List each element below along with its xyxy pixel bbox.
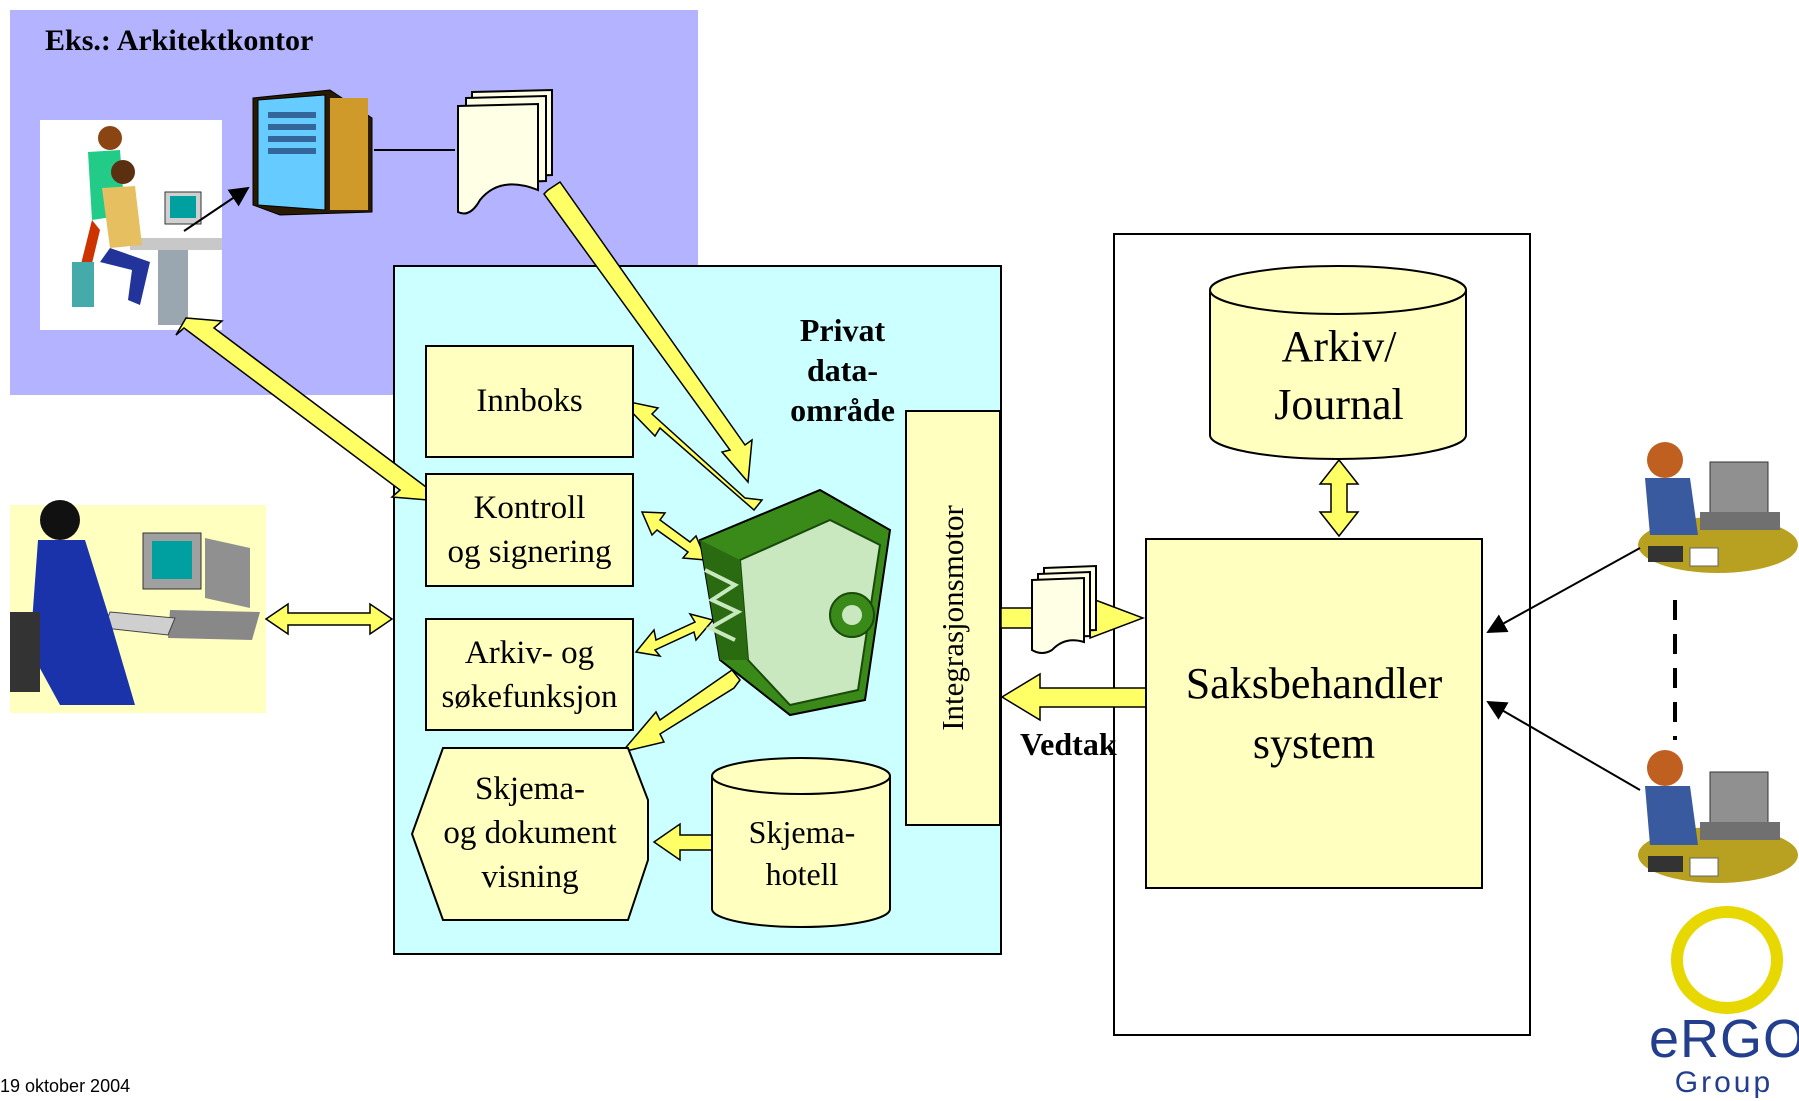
document-stack-icon xyxy=(457,88,553,215)
form-hotel-label: Skjema- hotell xyxy=(712,811,892,895)
archive-journal-cylinder xyxy=(1209,265,1467,460)
arrow-worker-top xyxy=(1486,547,1641,633)
decision-label: Vedtak xyxy=(1020,726,1117,762)
arrow-archive-safe xyxy=(634,612,715,658)
architect-office-title: Eks.: Arkitektkontor xyxy=(45,24,314,57)
form-hotel-cylinder xyxy=(711,757,891,928)
safe-icon xyxy=(698,488,892,717)
ergo-logo-sub: Group xyxy=(1674,1066,1774,1099)
case-worker-bottom-clipart xyxy=(1638,750,1798,883)
form-hotel-line2: hotell xyxy=(765,856,839,892)
user-at-computer-clipart xyxy=(10,500,266,713)
form-view-shape xyxy=(410,747,649,921)
arrow-safe-formview xyxy=(619,668,741,754)
archive-journal-label: Arkiv/ Journal xyxy=(1210,318,1468,434)
inbox-label: Innboks xyxy=(476,383,583,419)
control-signing-box: Kontroll og signering xyxy=(425,473,634,587)
form-view-line1: Skjema- xyxy=(475,771,585,807)
arrow-control-safe xyxy=(640,511,708,561)
arrow-worker-bottom xyxy=(1486,700,1641,791)
archive-journal-line2: Journal xyxy=(1274,380,1404,429)
inbox-box: Innboks xyxy=(425,345,634,458)
integration-engine-box: Integrasjonsmotor xyxy=(905,410,1001,826)
control-label-line2: og signering xyxy=(447,534,612,570)
form-view-line2: og dokument xyxy=(443,815,617,851)
arrow-archive-handler xyxy=(1318,458,1360,538)
private-data-area-label: Privat data- område xyxy=(760,310,925,430)
private-label-line1: Privat xyxy=(799,312,886,348)
architects-clipart xyxy=(40,120,222,330)
arrow-hotel-formview xyxy=(652,822,713,862)
arrow-office-control xyxy=(175,317,438,501)
archive-search-line2: søkefunksjon xyxy=(441,678,618,715)
ergo-logo-word: eRGO xyxy=(1649,1009,1799,1069)
form-hotel-line1: Skjema- xyxy=(748,814,856,850)
private-label-line3: område xyxy=(790,392,895,428)
archive-journal-line1: Arkiv/ xyxy=(1281,322,1397,371)
case-handler-system-box: Saksbehandler system xyxy=(1145,538,1483,889)
control-label-line1: Kontroll xyxy=(473,490,586,526)
ergo-logo-icon xyxy=(1671,906,1783,1014)
integration-engine-label: Integrasjonsmotor xyxy=(935,505,971,731)
flow-arrows xyxy=(175,180,1360,862)
form-view-label: Skjema- og dokument visning xyxy=(420,767,640,899)
arrow-user-portal xyxy=(264,602,394,636)
case-handler-line2: system xyxy=(1252,718,1376,768)
archive-search-box: Arkiv- og søkefunksjon xyxy=(425,618,634,731)
arrow-document-safe xyxy=(543,180,753,484)
footer-date: 19 oktober 2004 xyxy=(0,1076,131,1096)
private-label-line2: data- xyxy=(806,352,879,388)
arrow-decision xyxy=(1000,672,1147,722)
message-document-icon xyxy=(1031,564,1097,654)
form-view-line3: visning xyxy=(481,859,579,895)
archive-search-line1: Arkiv- og xyxy=(464,634,595,671)
case-worker-top-clipart xyxy=(1638,442,1798,573)
case-handler-line1: Saksbehandler xyxy=(1185,658,1443,708)
server-tower-icon xyxy=(252,89,373,216)
